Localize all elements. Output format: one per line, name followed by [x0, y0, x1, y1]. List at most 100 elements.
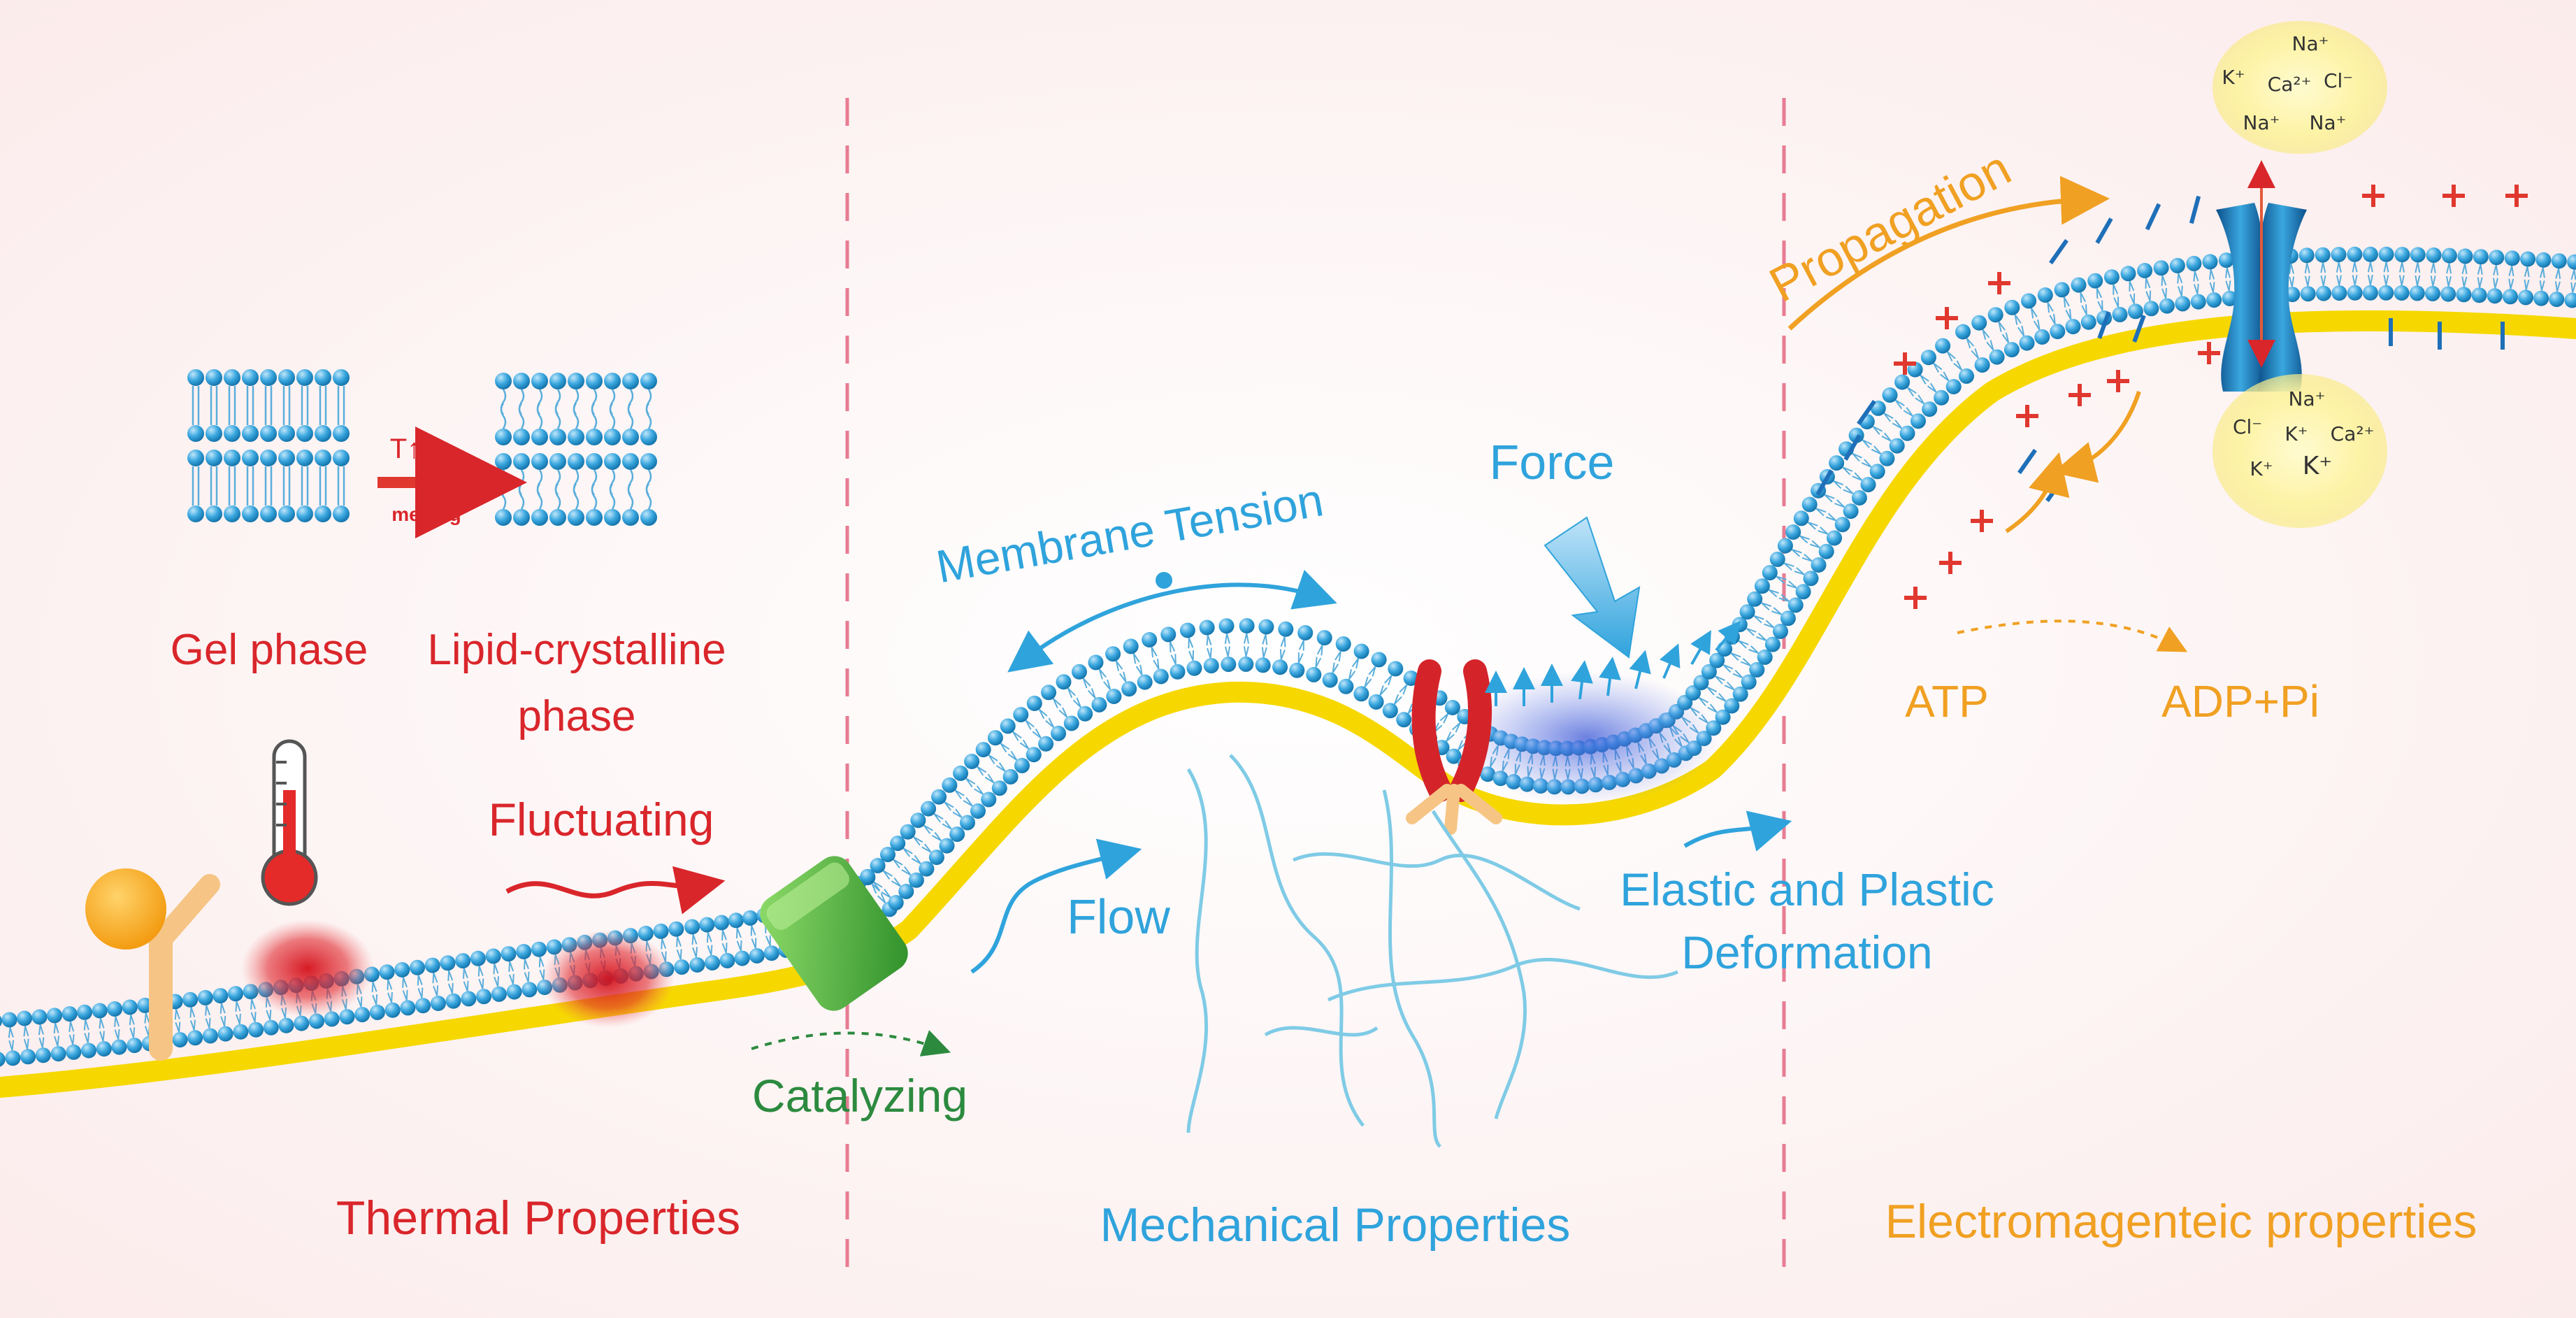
phase-lipid-head	[604, 509, 621, 526]
lipid-head	[1879, 450, 1895, 466]
lipid-head	[1724, 698, 1740, 714]
phase-lipid-head	[206, 450, 222, 466]
lipid-head	[1787, 597, 1804, 613]
lipid-head	[2218, 252, 2234, 268]
lipid-head	[919, 861, 935, 877]
phase-lipid-head	[513, 373, 530, 389]
lipid-head	[1974, 357, 1990, 373]
lipid-head	[1170, 664, 1186, 680]
lipid-head	[1038, 736, 1054, 752]
lipid-head	[2378, 285, 2394, 301]
lipid-head	[111, 1039, 127, 1055]
lipid-head	[379, 964, 395, 980]
lipid-head	[890, 836, 906, 852]
lipid-head	[384, 1002, 401, 1018]
lipid-head	[1396, 712, 1412, 728]
phase-lipid-tail	[591, 389, 598, 429]
cytoskeleton-filaments	[1186, 754, 1678, 1148]
phase-lipid-tail	[210, 386, 218, 425]
lipid-head	[1801, 496, 1818, 513]
lipid-head	[960, 815, 975, 831]
lipid-head	[668, 921, 684, 937]
lipid-head	[1989, 349, 2005, 365]
lipid-head	[309, 1013, 324, 1029]
lipid-head	[2159, 298, 2175, 314]
phase-lipid-head	[586, 509, 603, 526]
fluctuating-label: Fluctuating	[489, 794, 714, 845]
lipid-head	[2019, 335, 2035, 351]
ion-top-5: Na⁺	[2243, 111, 2280, 134]
lipid-head	[137, 997, 153, 1013]
lipid-head	[1769, 551, 1785, 567]
atp-label: ATP	[1905, 676, 1989, 726]
phase-lipid-head	[206, 369, 222, 386]
lipid-head	[354, 1007, 370, 1023]
lipid-head	[1105, 646, 1121, 662]
positive-charge	[2362, 185, 2384, 207]
lipid-head	[1795, 584, 1811, 600]
lipid-head	[1955, 324, 1971, 340]
positive-charge	[2107, 370, 2129, 392]
lipid-head	[455, 953, 471, 969]
lipid-head	[1000, 718, 1016, 734]
adp-label: ADP+Pi	[2161, 676, 2319, 726]
phase-lipid-head	[278, 425, 295, 442]
lipid-head	[910, 812, 926, 829]
lipid-head	[2410, 247, 2426, 263]
lipid-head	[1322, 672, 1338, 688]
lipid-head	[1889, 438, 1905, 454]
lipid-head	[2103, 269, 2120, 285]
positive-charge	[1904, 587, 1927, 609]
phase-lipid-head	[531, 453, 548, 470]
lipid-head	[430, 996, 446, 1011]
heat-spot-2	[542, 930, 675, 1028]
phase-lipid-tail	[192, 466, 200, 506]
phase-lipid-head	[187, 369, 204, 386]
phase-lipid-tail	[301, 386, 309, 425]
lipid-head	[1911, 413, 1926, 429]
phase-lipid-head	[640, 453, 657, 470]
phase-lipid-head	[242, 369, 259, 386]
lipid-head	[900, 824, 916, 840]
lipid-head	[1818, 543, 1834, 559]
lipid-head	[2394, 285, 2410, 301]
phase-lipid-head	[260, 425, 277, 442]
membrane-tension-arrow	[1007, 569, 1337, 673]
lipid-head	[470, 950, 486, 966]
phase-lipid-head	[187, 506, 204, 522]
phase-lipid-tail	[609, 469, 616, 510]
lipid-head	[1934, 389, 1950, 406]
phase-lipid-head	[568, 429, 584, 445]
positive-charge	[2442, 185, 2465, 207]
phase-lipid-tail	[319, 386, 327, 425]
phase-lipid-tail	[573, 389, 580, 429]
lipid-head	[1749, 661, 1765, 678]
lipid-head	[880, 847, 895, 863]
phase-lipid-head	[495, 429, 512, 445]
phase-lipid-head	[549, 373, 566, 389]
phase-lipid-tail	[337, 466, 345, 506]
lipid-head	[415, 998, 431, 1014]
lipid-head	[2143, 301, 2159, 317]
lipid-head	[2564, 292, 2576, 308]
lipid-head	[1026, 695, 1042, 711]
lipid-head	[684, 919, 700, 935]
lipid-head	[763, 945, 779, 961]
lipid-head	[2175, 296, 2191, 312]
lipid-head	[1368, 694, 1384, 710]
phase-lipid-head	[260, 506, 277, 522]
lipid-head	[1757, 649, 1773, 665]
lipid-head	[2503, 289, 2518, 305]
ion-top-2: K⁺	[2222, 66, 2245, 89]
lipid-head	[1762, 565, 1778, 581]
lipid-head	[1238, 656, 1254, 672]
lipid-head	[1297, 625, 1314, 640]
fluctuating-arrow	[505, 866, 726, 915]
lipid-head	[2394, 247, 2410, 263]
lipid-head	[324, 1011, 340, 1027]
phase-lipid-head	[513, 509, 530, 526]
lipid-head	[2037, 287, 2053, 303]
lipid-head	[1715, 709, 1731, 725]
lipid-head	[1922, 401, 1938, 417]
lipid-head	[1137, 674, 1153, 690]
